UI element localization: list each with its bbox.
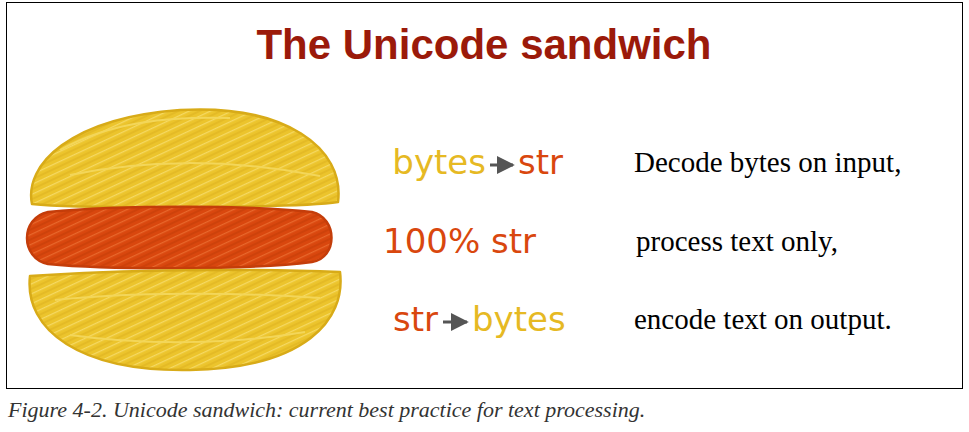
step-description: encode text on output. <box>634 303 892 336</box>
str-word: str <box>393 300 438 339</box>
step-description: Decode bytes on input, <box>634 146 901 179</box>
bottom-bun <box>30 270 341 370</box>
top-bun <box>31 109 338 207</box>
conversion-arrow <box>443 321 467 324</box>
bun-sketch-line <box>60 118 320 176</box>
figure-caption: Figure 4-2. Unicode sandwich: current be… <box>8 397 645 422</box>
str-word: str <box>518 143 563 182</box>
bytes-word: bytes <box>472 300 566 339</box>
sausage-filling <box>27 207 332 269</box>
bun-sketch-line <box>55 294 320 342</box>
bytes-word: bytes <box>392 143 486 182</box>
diagram-title: The Unicode sandwich <box>256 21 711 69</box>
conversion-arrow <box>490 164 513 167</box>
str-word: 100% str <box>383 222 536 261</box>
frame-border <box>7 3 963 389</box>
step-description: process text only, <box>636 225 838 258</box>
